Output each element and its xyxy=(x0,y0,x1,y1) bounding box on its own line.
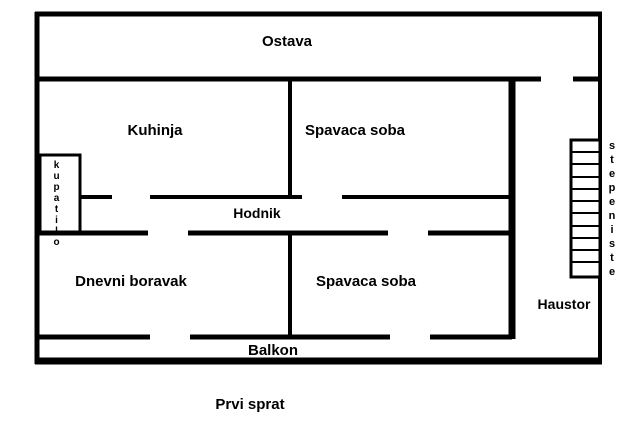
room-label-balkon: Balkon xyxy=(247,342,299,359)
staircase xyxy=(569,138,602,279)
staircase-outline xyxy=(569,138,602,279)
kupatilo-box xyxy=(38,153,82,234)
room-label-spavaca-soba-top: Spavaca soba xyxy=(304,122,406,139)
room-label-hodnik: Hodnik xyxy=(233,205,281,221)
room-label-stepeniste: stepeniste xyxy=(606,140,618,280)
outer-walls xyxy=(34,11,602,365)
room-label-kuhinja: Kuhinja xyxy=(127,122,183,139)
staircase-steps xyxy=(571,151,600,263)
room-label-kupatilo: kupatilo xyxy=(51,160,62,248)
room-label-haustor: Haustor xyxy=(537,296,591,312)
room-label-spavaca-soba-bottom: Spavaca soba xyxy=(315,273,417,290)
room-label-ostava: Ostava xyxy=(261,33,313,50)
room-label-dnevni-boravak: Dnevni boravak xyxy=(75,273,187,290)
floor-title: Prvi sprat xyxy=(215,396,285,413)
